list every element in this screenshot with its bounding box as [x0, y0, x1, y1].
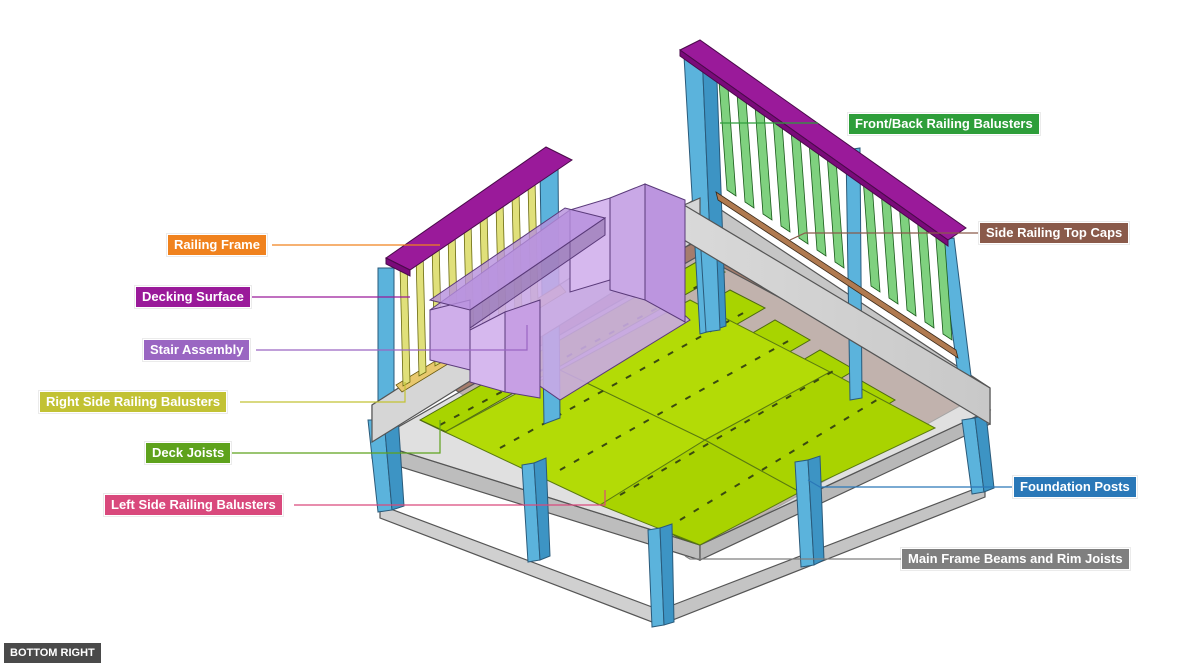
view-badge: BOTTOM RIGHT: [4, 643, 101, 663]
label-decking-surface: Decking Surface: [135, 286, 251, 308]
stair-assembly-shape: [428, 183, 691, 401]
label-front-back-railing-balusters: Front/Back Railing Balusters: [848, 113, 1040, 135]
label-side-railing-top-caps: Side Railing Top Caps: [979, 222, 1130, 244]
label-foundation-posts: Foundation Posts: [1013, 476, 1137, 498]
decking-surface-right: [679, 39, 967, 247]
label-stair-assembly: Stair Assembly: [143, 339, 251, 361]
label-deck-joists: Deck Joists: [145, 442, 232, 464]
label-left-side-railing-balusters: Left Side Railing Balusters: [104, 494, 283, 516]
label-railing-frame: Railing Frame: [167, 234, 267, 256]
leader-lines: [232, 122, 1012, 560]
decking-surface-left: [385, 146, 573, 277]
label-right-side-railing-balusters: Right Side Railing Balusters: [39, 391, 228, 413]
label-main-frame-beams: Main Frame Beams and Rim Joists: [901, 548, 1130, 570]
